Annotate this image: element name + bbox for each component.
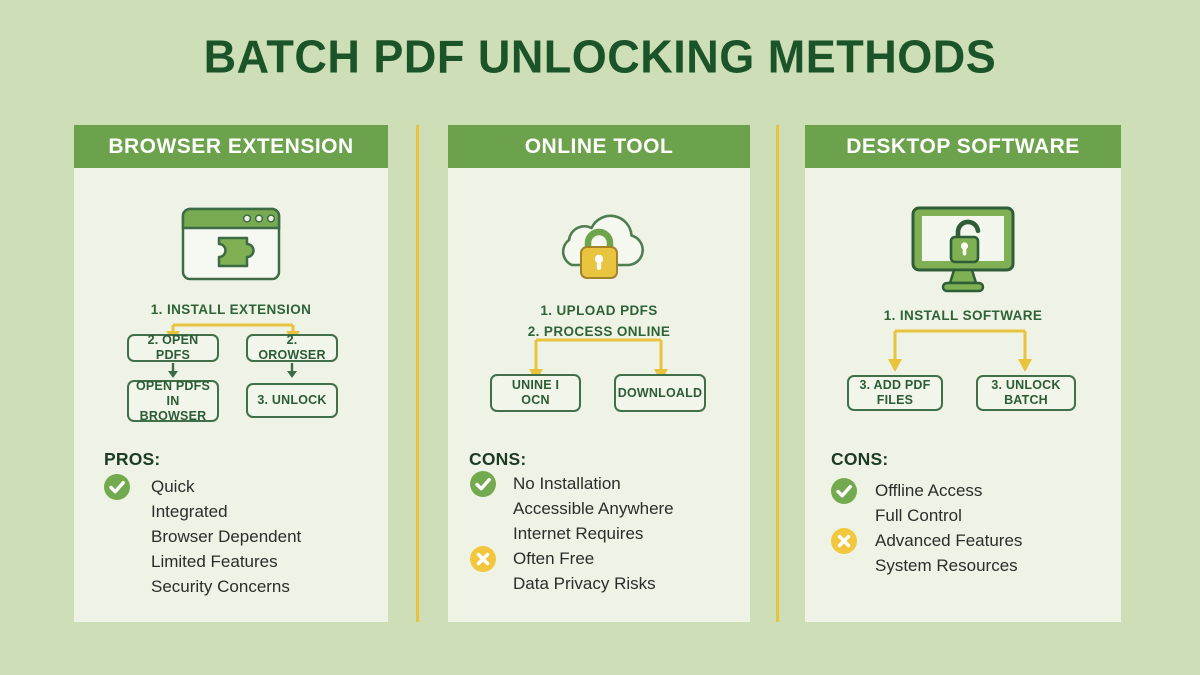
down-arrow	[168, 363, 178, 378]
flow-box: 3. UNLOCK	[246, 383, 338, 418]
flow-step-label: 1. UPLOAD PDFS	[540, 303, 658, 318]
list-item: Offline Access	[831, 477, 1022, 504]
down-arrow	[287, 363, 297, 378]
flow-step-label: 2. PROCESS ONLINE	[527, 324, 671, 339]
list-item: Data Privacy Risks	[513, 573, 656, 593]
list-item: System Resources	[875, 555, 1018, 575]
browser-extension-icon	[74, 207, 388, 281]
pros-cons-list: No Installation Accessible Anywhere Inte…	[470, 470, 674, 596]
list-item: Integrated	[151, 501, 228, 521]
check-icon	[831, 477, 875, 504]
check-icon	[104, 473, 151, 500]
panel-online-tool: ONLINE TOOL 1. UPLOAD PDFS 2. PROCESS ON…	[448, 125, 750, 622]
flow-box: 2. OPEN PDFS	[127, 333, 219, 362]
cross-icon	[470, 545, 513, 572]
list-item: Accessible Anywhere	[513, 498, 674, 518]
pros-cons-list: Quick Integrated Browser Dependent Limit…	[104, 473, 302, 599]
panel-header: DESKTOP SOFTWARE	[805, 125, 1121, 168]
flow-box: UNINE I OCN	[490, 374, 581, 412]
list-item: Limited Features	[151, 551, 278, 571]
split-arrow	[166, 323, 300, 342]
panel-header: ONLINE TOOL	[448, 125, 750, 168]
check-icon	[470, 470, 513, 497]
list-item: No Installation	[470, 470, 674, 497]
flow-box: OPEN PDFS IN BROWSER	[127, 379, 219, 423]
flow-box: 3. UNLOCK BATCH	[976, 375, 1076, 411]
list-item: Browser Dependent	[151, 526, 302, 546]
panel-desktop-software: DESKTOP SOFTWARE 1. INSTALL SOFTWARE 3. …	[805, 125, 1121, 622]
page-title: BATCH PDF UNLOCKING METHODS	[203, 29, 997, 84]
cross-icon	[831, 527, 875, 554]
flow-box: DOWNLOALD	[614, 374, 706, 412]
flow-step-label: 1. INSTALL SOFTWARE	[883, 308, 1043, 323]
list-heading: CONS:	[831, 449, 889, 469]
flow-step-label: 1. INSTALL EXTENSION	[150, 302, 312, 317]
panel-browser-extension: BROWSER EXTENSION 1. INSTALL EXTENSION 2…	[74, 125, 388, 622]
cloud-lock-icon	[448, 201, 750, 291]
list-item: Quick	[104, 473, 301, 500]
split-arrow	[529, 338, 668, 382]
flow-box: 3. ADD PDF FILES	[847, 375, 943, 411]
list-item: Full Control	[875, 505, 962, 525]
list-heading: PROS:	[104, 449, 161, 469]
panel-header: BROWSER EXTENSION	[74, 125, 388, 168]
list-item: Internet Requires	[513, 523, 644, 543]
list-item: Security Concerns	[151, 576, 290, 596]
pros-cons-list: Offline Access Full Control Advanced Fea…	[831, 477, 1022, 578]
column-divider	[416, 125, 419, 622]
list-item: Advanced Features	[831, 527, 1022, 554]
flow-box: 2. OROWSER	[246, 333, 338, 362]
list-item: Often Free	[470, 545, 674, 572]
column-divider	[776, 125, 779, 622]
split-arrow	[888, 329, 1032, 372]
monitor-unlock-icon	[805, 203, 1121, 295]
list-heading: CONS:	[469, 449, 527, 469]
